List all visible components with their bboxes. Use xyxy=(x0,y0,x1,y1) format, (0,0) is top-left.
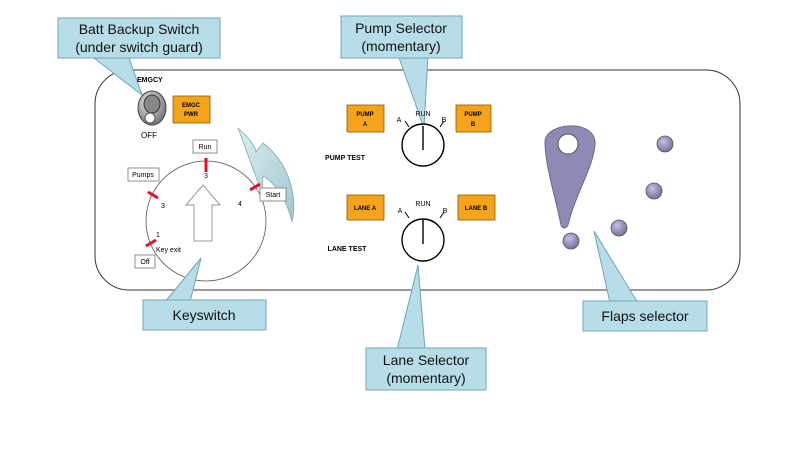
lane-b-label: LANE B xyxy=(465,206,488,212)
lane-pos-run: RUN xyxy=(415,201,430,208)
pump-b-line2: B xyxy=(471,122,476,128)
keyswitch-start-label: Start xyxy=(266,192,281,199)
keyswitch-tick-start xyxy=(249,182,261,192)
lane-tick-b xyxy=(439,211,445,219)
keyswitch-callout-label: Keyswitch xyxy=(172,307,235,323)
keyswitch-start-box xyxy=(259,187,287,202)
batt-backup-callout-line2: (under switch guard) xyxy=(75,39,203,55)
flaps-selector-lever[interactable] xyxy=(544,125,596,229)
pump-tick-b xyxy=(439,120,445,128)
keyswitch-pumps-box xyxy=(127,167,160,182)
pump-tick-a xyxy=(404,120,410,128)
pump-a-line2: A xyxy=(363,122,368,128)
keyswitch-number-top: 3 xyxy=(204,173,208,180)
flaps-selector-callout-label: Flaps selector xyxy=(601,308,688,324)
keyswitch-off-label: Off xyxy=(140,259,149,266)
keyswitch-off-box xyxy=(134,254,156,269)
keyswitch-tick-pumps xyxy=(147,190,159,200)
flaps-detent-3 xyxy=(610,219,628,237)
pump-test-title: PUMP TEST xyxy=(325,155,366,162)
emgcy-label: EMGCY xyxy=(137,77,163,84)
emgcy-off-label: OFF xyxy=(141,131,157,140)
lane-test-title: LANE TEST xyxy=(328,246,368,253)
keyswitch-tick-off xyxy=(145,238,157,248)
keyswitch-number-right: 4 xyxy=(238,201,242,208)
lane-pos-b: B xyxy=(443,208,448,215)
keyswitch-callout xyxy=(142,299,267,331)
pump-selector-knob[interactable] xyxy=(401,123,445,167)
keyswitch-key-exit-label: Key exit xyxy=(156,247,181,254)
lane-selector-callout xyxy=(365,347,487,391)
keyswitch-run-box xyxy=(192,139,218,154)
flaps-detent-2 xyxy=(645,182,663,200)
pump-a-indicator xyxy=(346,104,385,133)
pump-selector-callout xyxy=(340,15,463,59)
key-rotation-arrow xyxy=(237,127,295,223)
lane-b-indicator xyxy=(457,194,496,221)
flaps-detent-4 xyxy=(562,232,580,250)
emergency-toggle-switch[interactable] xyxy=(137,90,167,126)
pump-b-indicator xyxy=(455,104,492,133)
keyswitch-run-label: Run xyxy=(199,144,212,151)
emgc-pwr-indicator xyxy=(172,95,211,124)
lane-selector-callout-line2: (momentary) xyxy=(386,370,465,386)
keyswitch-number-left: 3 xyxy=(161,203,165,210)
lane-pos-a: A xyxy=(398,208,403,215)
lane-a-indicator xyxy=(346,194,385,221)
pump-selector-callout-line1: Pump Selector xyxy=(355,20,447,36)
flaps-detent-1 xyxy=(656,135,674,153)
pump-selector-callout-line2: (momentary) xyxy=(361,38,440,54)
pump-pos-run: RUN xyxy=(415,111,430,118)
emgc-pwr-line2: PWR xyxy=(184,112,199,118)
pump-a-line1: PUMP xyxy=(356,112,373,118)
emgc-pwr-line1: EMGC xyxy=(182,103,201,109)
pump-pos-b: B xyxy=(442,117,447,124)
lane-a-label: LANE A xyxy=(354,206,377,212)
key-arrow-icon xyxy=(184,184,222,242)
batt-backup-callout-line1: Batt Backup Switch xyxy=(79,21,200,37)
pump-b-line1: PUMP xyxy=(464,112,481,118)
batt-backup-callout xyxy=(57,17,221,59)
flaps-selector-callout xyxy=(582,300,708,332)
keyswitch-number-bottom-left: 1 xyxy=(156,232,160,239)
keyswitch-pumps-label: Pumps xyxy=(132,172,154,179)
lane-tick-a xyxy=(404,211,410,219)
lane-selector-callout-line1: Lane Selector xyxy=(383,352,470,368)
lane-selector-knob[interactable] xyxy=(401,218,445,262)
pump-pos-a: A xyxy=(397,117,402,124)
